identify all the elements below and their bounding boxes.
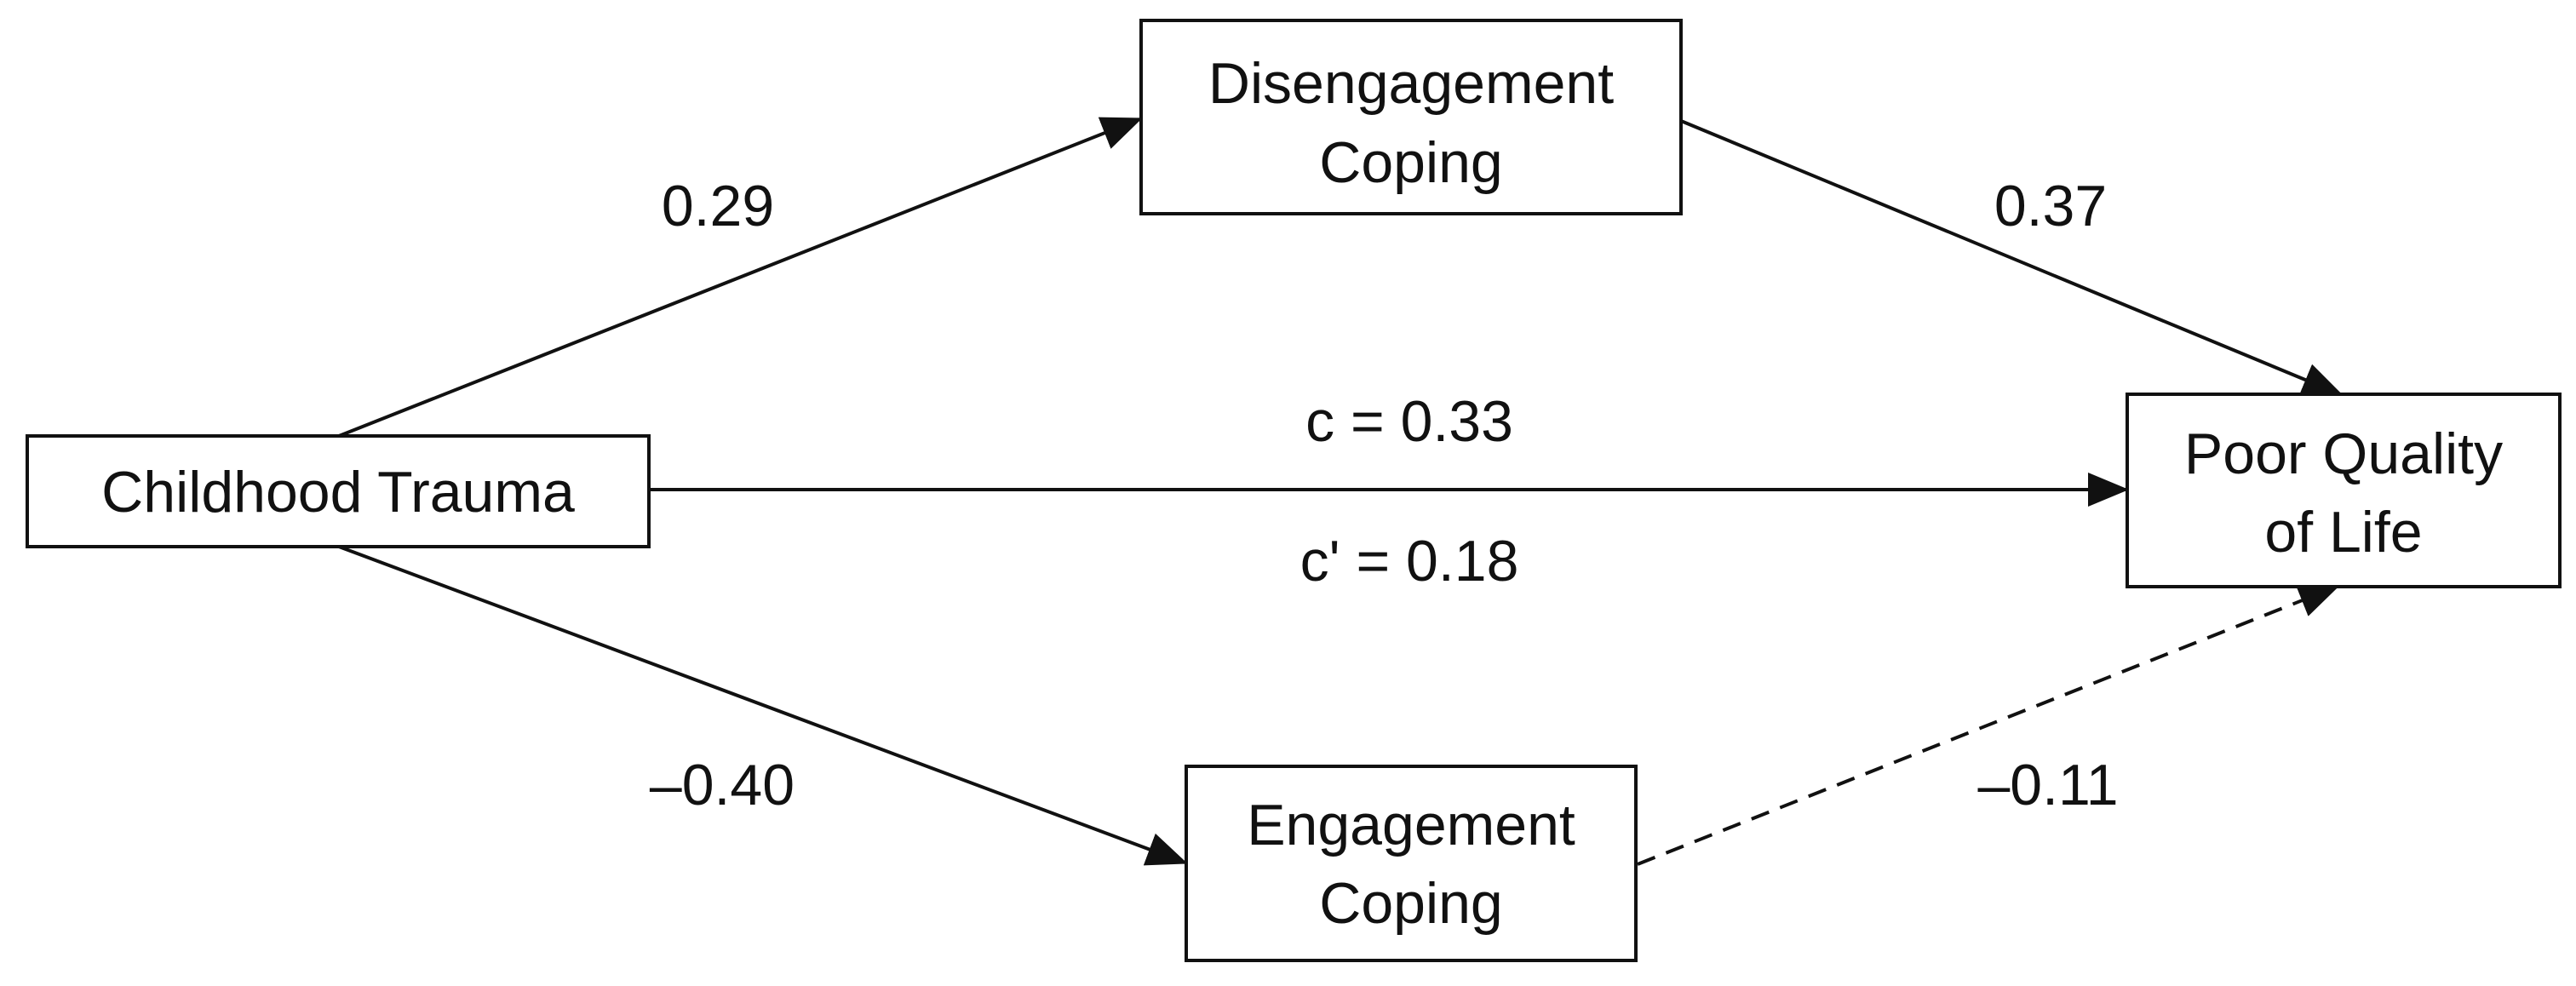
edge-label-direct-effect: c' = 0.18 — [1300, 529, 1519, 593]
node-poor-quality-of-life-line1: Poor Quality — [2184, 421, 2503, 486]
node-poor-quality-of-life-line2: of Life — [2264, 500, 2422, 565]
edge-label-trauma-disengagement: 0.29 — [662, 174, 774, 238]
node-childhood-trauma-label: Childhood Trauma — [101, 460, 575, 525]
node-engagement-coping: Engagement Coping — [1185, 765, 1638, 962]
edge-label-trauma-engagement: –0.40 — [650, 753, 795, 817]
node-childhood-trauma: Childhood Trauma — [26, 434, 651, 548]
edge-label-disengagement-quality: 0.37 — [1994, 174, 2107, 238]
node-engagement-coping-line2: Coping — [1319, 871, 1503, 936]
path-engagement-to-quality-arrow — [1637, 584, 2340, 866]
edge-label-engagement-quality: –0.11 — [1977, 753, 2118, 817]
node-engagement-coping-line1: Engagement — [1247, 793, 1575, 857]
path-disengagement-to-quality-arrow — [1680, 119, 2344, 396]
edge-label-total-effect: c = 0.33 — [1305, 389, 1513, 454]
node-poor-quality-of-life: Poor Quality of Life — [2126, 393, 2562, 588]
node-disengagement-coping-line2: Coping — [1319, 130, 1503, 195]
node-disengagement-coping: Disengagement Coping — [1139, 19, 1683, 215]
node-disengagement-coping-line1: Disengagement — [1208, 51, 1614, 116]
path-trauma-to-disengagement-arrow — [338, 117, 1143, 438]
path-trauma-to-engagement-arrow — [338, 545, 1188, 866]
